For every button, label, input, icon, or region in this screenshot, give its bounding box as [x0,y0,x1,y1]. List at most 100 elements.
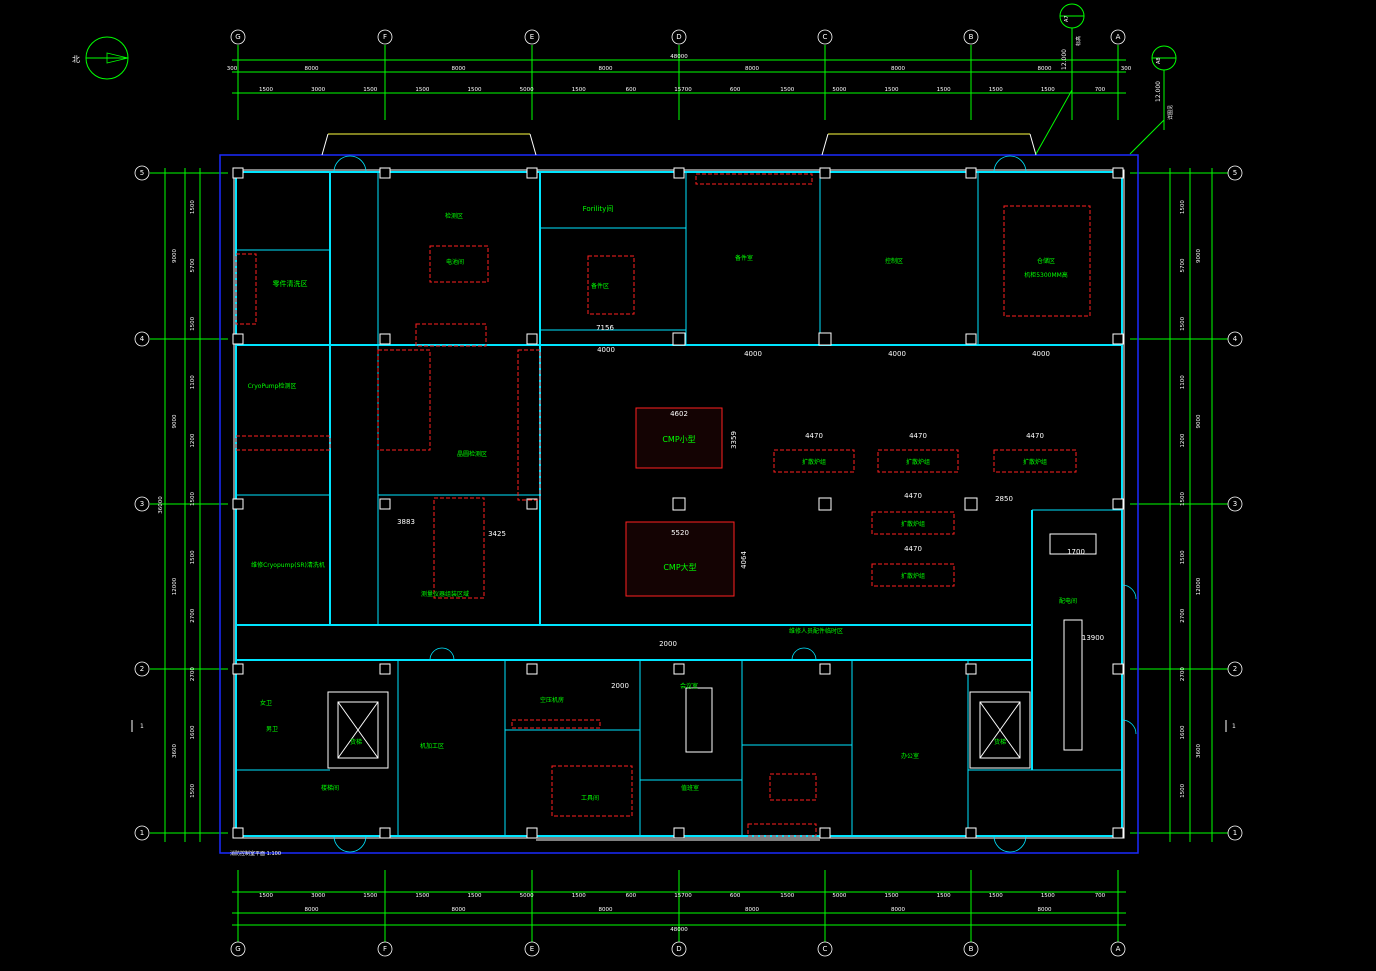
structural-columns [232,167,1124,839]
sub-dim-bottom: 1500 [415,893,429,899]
sub-dim-bottom: 1500 [468,893,482,899]
column [232,498,244,510]
column [818,497,832,511]
room-store: 备件室 [735,254,753,262]
sub-dim-left: 1200 [190,433,196,447]
bay-dim-bottom: 8000 [891,907,905,913]
bay-dim-left: 9000 [172,249,178,263]
sub-dim-top: 600 [626,87,637,93]
machine-dim-3: 4470 [904,492,922,500]
bay-dim-right: 9000 [1196,414,1202,428]
sub-dim-left: 1500 [190,550,196,564]
grid-bubble-right-1 [1227,825,1243,841]
inner-dimensions: 7156 3883 3425 2000 2000 1700 13900 4000… [397,324,1104,690]
dim-4000-a: 4000 [597,346,615,354]
sub-dim-right: 2700 [1180,667,1186,681]
sub-dim-top: 1500 [468,87,482,93]
bottom-total-dim: 48000 [670,927,688,933]
room-ladies: 女卫 [260,699,272,707]
bay-dim-bottom: 8000 [305,907,319,913]
sub-dim-bottom: 5000 [832,893,846,899]
cmp-small-box [635,407,723,469]
room-lab-top-a: 检测区 [445,212,463,220]
bay-dim-left: 9000 [172,414,178,428]
sub-dim-top: 1500 [1041,87,1055,93]
column [379,827,391,839]
sub-dim-bottom: 600 [730,893,741,899]
sub-dim-top: 1500 [363,87,377,93]
sub-dim-right: 1500 [1180,200,1186,214]
grid-bubble-left-1 [134,825,150,841]
bay-dim-top: 8000 [599,66,613,72]
grid-label-right-5: 5 [1233,169,1237,177]
bay-dim-bottom: 8000 [452,907,466,913]
sub-dim-top: 1500 [989,87,1003,93]
top-total-dim: 48000 [670,54,688,60]
elev-b-code: A8 [1156,57,1162,64]
machine-label-3: 扩散炉组 [901,520,925,528]
column [819,167,831,179]
room-forility: Forility间 [583,205,614,213]
grid-label-top-A: A [1116,33,1121,41]
grid-bubble-right-4 [1227,331,1243,347]
section-left: 1 [140,723,144,730]
column [232,827,244,839]
machine-dim-0: 4470 [805,432,823,440]
room-lab-top-b: 电池间 [446,258,464,266]
sub-dim-left: 5700 [190,258,196,272]
top-dimensions: 48000 300 300 [227,54,1132,94]
dim-7156: 7156 [596,324,614,332]
column [819,663,831,675]
room-pump: 空压机房 [540,696,564,704]
column [818,332,832,346]
grid-bubble-top-D [671,29,687,45]
sub-dim-bottom: 1500 [259,893,273,899]
room-tools: 工具间 [581,794,599,802]
cmp-labels: 4602 CMP小型 3359 5520 CMP大型 4064 [662,410,748,572]
sub-dim-top: 1500 [259,87,273,93]
grid-bubble-left-4 [134,331,150,347]
dim-4000-c: 4000 [888,350,906,358]
column [526,663,538,675]
sub-dim-left: 1600 [190,725,196,739]
grid-label-left-4: 4 [140,335,145,343]
power-room-equipment [1049,533,1097,751]
grid-bubble-bottom-B [963,941,979,957]
sub-dim-top: 5000 [520,87,534,93]
room-office: 控制区 [885,257,903,265]
bay-dim-bottom: 8000 [599,907,613,913]
cmp-large-height: 4064 [740,551,748,569]
grid-bubble-bottom-A [1110,941,1126,957]
left-total-dim: 36000 [158,496,164,514]
grid-bubble-top-C [817,29,833,45]
machine-label-0: 扩散炉组 [802,458,826,466]
sub-dim-top: 600 [730,87,741,93]
cmp-large-width: 5520 [671,529,689,537]
sub-dim-top: 700 [1095,87,1106,93]
dim-13900: 13900 [1082,634,1104,642]
sub-dim-top: 3000 [311,87,325,93]
right-grid-axes: 5432190009000120003600150057001500110012… [1130,165,1243,841]
room-change: 零件清洗区 [273,279,308,288]
column [965,827,977,839]
grid-bubble-top-G [230,29,246,45]
column [1112,167,1124,179]
room-wafer-b: 晶圆检测区 [457,450,487,458]
sub-dim-bottom: 1500 [937,893,951,899]
doors [333,155,1137,853]
grid-label-left-1: 1 [140,829,144,837]
room-power: 配电间 [1059,597,1077,605]
bay-dim-top: 8000 [305,66,319,72]
room-waiting: 值班室 [681,784,699,792]
grid-bubble-top-A [1110,29,1126,45]
room-cryo-repair: 维修Cryopump(SR)清洗机 [251,561,325,569]
grid-bubble-top-B [963,29,979,45]
sub-dim-right: 1500 [1180,783,1186,797]
dim-4000-b: 4000 [744,350,762,358]
bottom-dimensions: 48000 [232,891,1126,933]
grid-bubble-bottom-E [524,941,540,957]
sub-dim-left: 2700 [190,608,196,622]
